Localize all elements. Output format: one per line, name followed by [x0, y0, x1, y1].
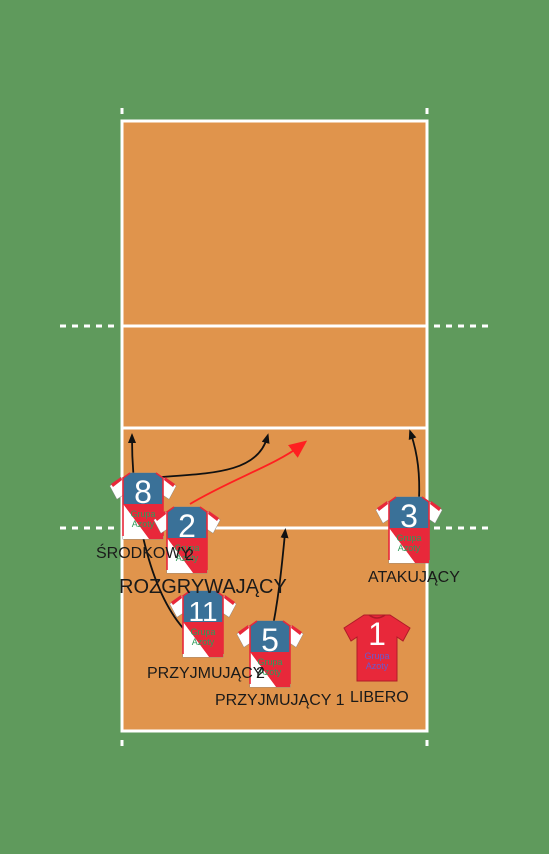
label-libero: LIBERO: [350, 689, 409, 706]
movement-arrow-middle-left: [128, 433, 184, 629]
label-middle-suffix: 2: [185, 547, 194, 564]
label-setter: ROZGRYWAJĄCY: [119, 576, 287, 598]
jersey-brand-text: Azoty: [192, 637, 215, 647]
jersey-number: 2: [178, 508, 196, 544]
jersey-number: 5: [261, 622, 279, 658]
jersey-number: 8: [134, 474, 152, 510]
movement-arrow-opposite: [408, 429, 421, 501]
jersey-number: 11: [188, 596, 217, 627]
jersey-brand-text: Grupa: [364, 651, 389, 661]
jersey-brand-text: Grupa: [396, 533, 421, 543]
label-outside-suffix: 2: [256, 665, 265, 682]
jersey-number: 1: [368, 616, 386, 652]
label-outside-hitter-1: PRZYJMUJĄCY 1: [215, 692, 345, 709]
jersey-brand-text: Azoty: [366, 661, 389, 671]
jersey-brand-text: Azoty: [176, 553, 199, 563]
label-middle-blocker: ŚRODKOWY: [96, 543, 191, 562]
label-opposite: ATAKUJĄCY: [368, 569, 460, 586]
jersey-brand-text: Grupa: [174, 543, 199, 553]
jersey-brand-text: Azoty: [259, 667, 282, 677]
label-outside-hitter: PRZYJMUJĄCY: [147, 665, 264, 682]
jersey-brand-text: Grupa: [190, 627, 215, 637]
jersey-number: 3: [400, 498, 418, 534]
jersey-brand-text: Grupa: [257, 657, 282, 667]
jersey-brand-text: Grupa: [130, 509, 155, 519]
jersey-brand-text: Azoty: [398, 543, 421, 553]
jersey-brand-text: Azoty: [132, 519, 155, 529]
ball-trajectory-arrow: [189, 440, 308, 505]
